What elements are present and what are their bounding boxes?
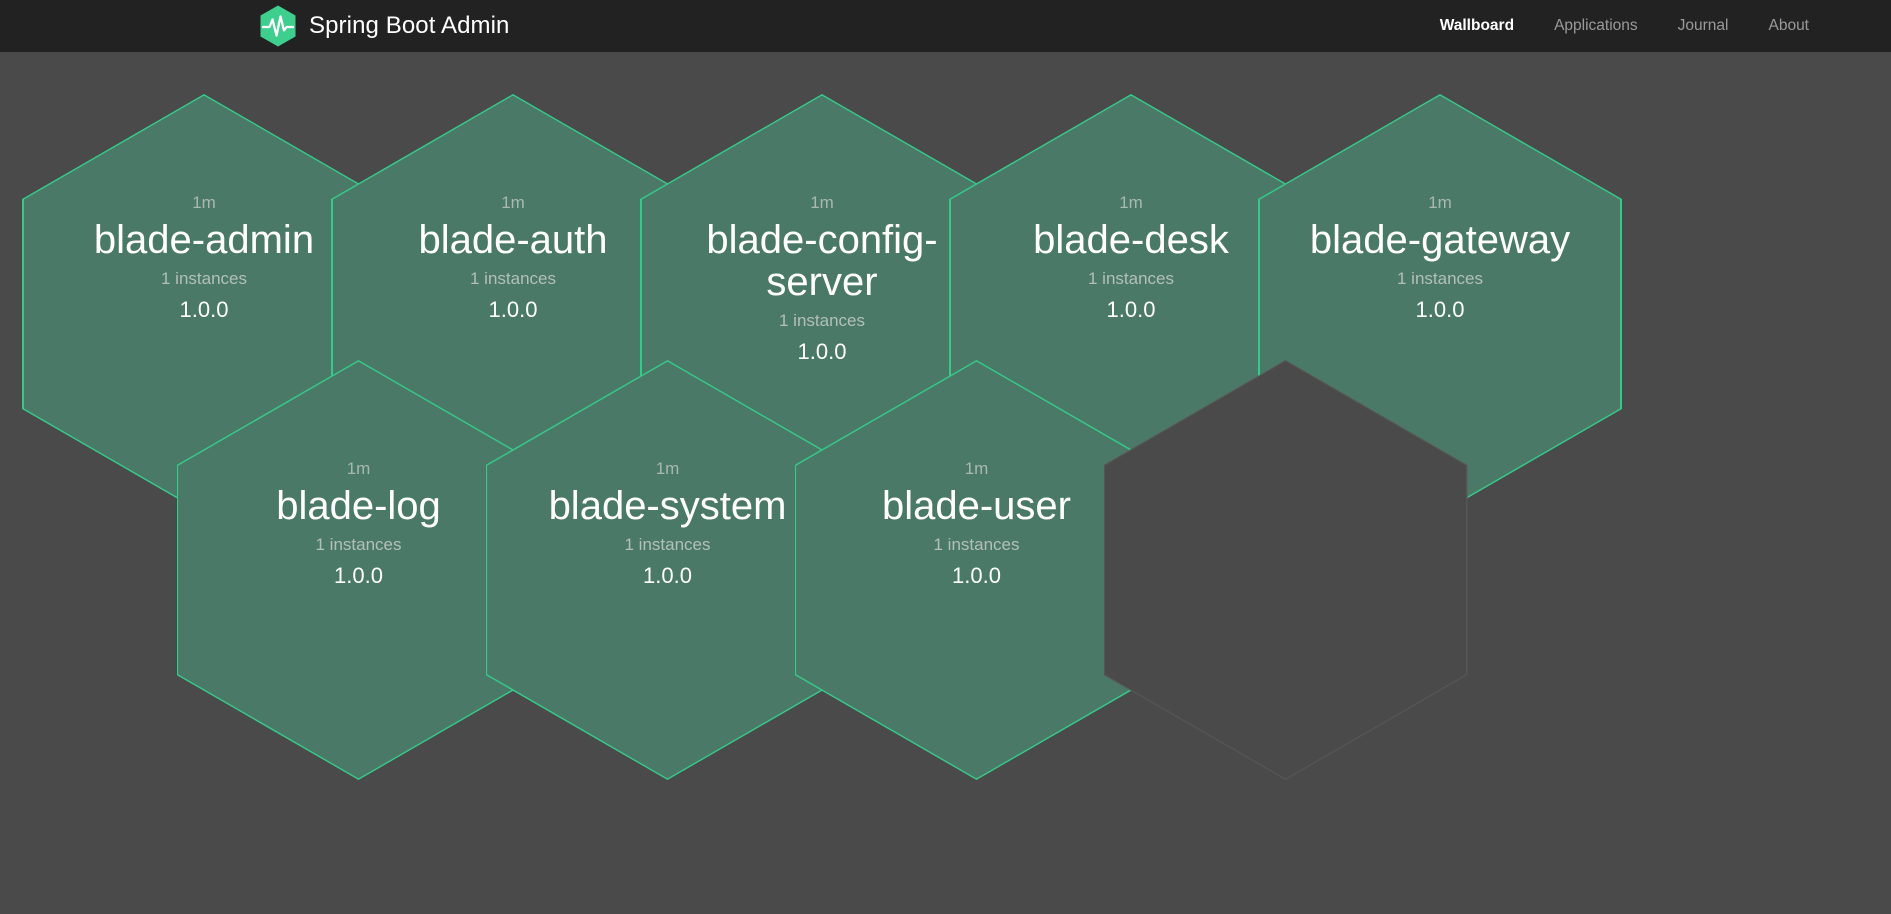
top-navbar: Spring Boot Admin Wallboard Applications… xyxy=(0,0,1891,52)
application-uptime: 1m xyxy=(1428,192,1452,212)
nav-item-journal[interactable]: Journal xyxy=(1677,17,1729,35)
application-uptime: 1m xyxy=(1119,192,1143,212)
application-name: blade-config-server xyxy=(706,217,938,304)
application-version: 1.0.0 xyxy=(1106,297,1156,323)
application-instance-count: 1 instances xyxy=(624,534,711,554)
application-instance-count: 1 instances xyxy=(315,534,402,554)
application-hex-body: 1m blade-admin 1 instances 1.0.0 xyxy=(23,95,385,513)
application-version: 1.0.0 xyxy=(643,563,692,589)
nav-item-about[interactable]: About xyxy=(1768,17,1809,35)
nav-item-applications[interactable]: Applications xyxy=(1554,17,1638,35)
application-instance-count: 1 instances xyxy=(933,534,1020,554)
application-name: blade-system xyxy=(548,483,787,528)
application-version: 1.0.0 xyxy=(1415,297,1465,323)
application-version: 1.0.0 xyxy=(179,297,229,323)
application-instance-count: 1 instances xyxy=(1088,268,1174,288)
nav-item-wallboard[interactable]: Wallboard xyxy=(1439,17,1515,35)
brand-link[interactable]: Spring Boot Admin xyxy=(258,4,510,48)
pulse-hexagon-icon xyxy=(260,5,296,47)
application-instance-count: 1 instances xyxy=(161,268,247,288)
application-name: blade-gateway xyxy=(1309,217,1571,262)
application-uptime: 1m xyxy=(964,458,989,478)
application-uptime: 1m xyxy=(655,458,680,478)
application-hex-body: 1m blade-system 1 instances 1.0.0 xyxy=(487,361,848,779)
wallboard-grid: 1m blade-admin 1 instances 1.0.0 1m blade-aut… xyxy=(0,52,1891,914)
application-version: 1.0.0 xyxy=(334,563,383,589)
application-hex-blade-user[interactable]: 1m blade-user 1 instances 1.0.0 xyxy=(794,360,1159,780)
application-instance-count: 1 instances xyxy=(1397,268,1483,288)
application-uptime: 1m xyxy=(346,458,371,478)
application-uptime: 1m xyxy=(810,192,834,212)
application-instance-count: 1 instances xyxy=(779,310,865,330)
application-name: blade-user xyxy=(881,483,1071,528)
application-name: blade-log xyxy=(276,483,441,528)
application-version: 1.0.0 xyxy=(797,339,847,365)
brand-title: Spring Boot Admin xyxy=(309,12,510,39)
application-hex-blade-system[interactable]: 1m blade-system 1 instances 1.0.0 xyxy=(485,360,850,780)
application-version: 1.0.0 xyxy=(952,563,1001,589)
application-name: blade-desk xyxy=(1033,217,1229,262)
application-name: blade-auth xyxy=(418,217,608,262)
application-uptime: 1m xyxy=(501,192,525,212)
application-name: blade-admin xyxy=(93,217,315,262)
nav-links: Wallboard Applications Journal About xyxy=(1420,18,1829,34)
application-version: 1.0.0 xyxy=(488,297,538,323)
application-instance-count: 1 instances xyxy=(470,268,556,288)
application-uptime: 1m xyxy=(192,192,216,212)
